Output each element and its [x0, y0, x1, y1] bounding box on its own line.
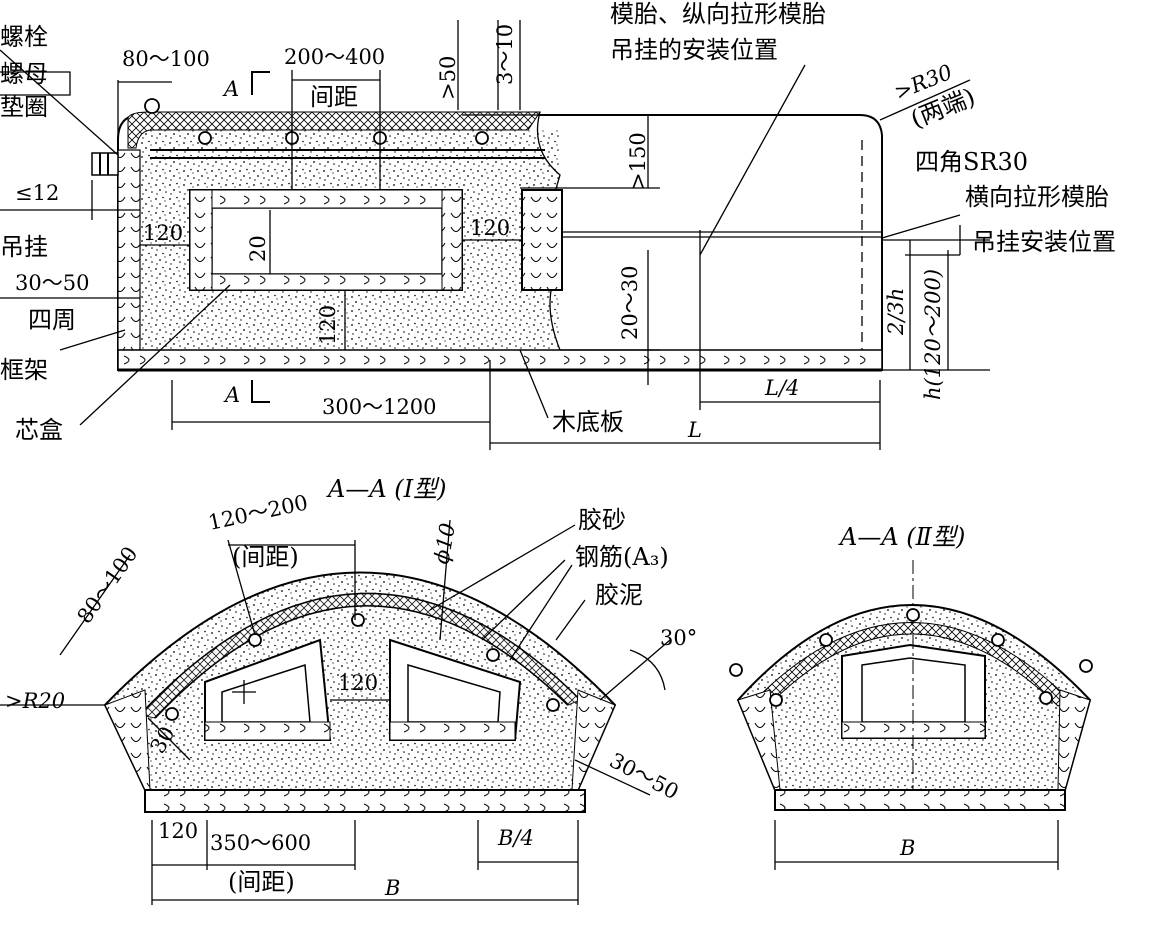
label-angle-30: 30° [660, 626, 697, 650]
label-four-corner: 四角SR30 [915, 148, 1028, 176]
longitudinal-section [0, 20, 990, 450]
bolt-icon [91, 152, 119, 176]
dim-300-1200: 300～1200 [322, 395, 437, 419]
rebar-circle-icon [144, 98, 160, 114]
label-wood-base: 木底板 [552, 408, 624, 436]
dim-h: h(120～200) [921, 269, 945, 400]
label-nut: 螺母 [0, 60, 48, 88]
dim-l4: L/4 [764, 376, 799, 400]
wood-base-board [117, 349, 883, 371]
rebar-line [150, 149, 545, 159]
dim-gt150: >150 [626, 132, 650, 190]
dim-120-c: 120 [316, 305, 340, 345]
dim-b2: B [899, 836, 915, 860]
dim-120-200: 120～200 [206, 490, 310, 535]
dim-le12: ≤12 [15, 181, 59, 205]
label-spacing: 间距 [310, 83, 358, 111]
dim-gt50: >50 [436, 56, 460, 100]
type1-base [144, 789, 586, 813]
label-perimeter: 四周 [28, 306, 76, 334]
label-spacing-paren2: (间距) [228, 868, 295, 896]
dim-b4: B/4 [497, 826, 534, 850]
dim-120-e: 120 [158, 819, 198, 843]
label-mortar: 胶砂 [578, 506, 626, 534]
dim-120-d: 120 [338, 671, 378, 695]
label-bolt: 螺栓 [0, 23, 48, 51]
label-transverse-mount: 吊挂安装位置 [972, 228, 1116, 256]
label-r20: >R20 [5, 689, 65, 713]
label-rebar: 钢筋(A₃) [575, 543, 669, 571]
label-section-aa-1: A—A (Ⅰ型) [326, 475, 447, 503]
dim-3-10: 3～10 [493, 24, 517, 85]
dim-120-b: 120 [470, 216, 510, 240]
type2-base [774, 789, 1066, 811]
dim-120-a: 120 [143, 221, 183, 245]
dim-30-50-b: 30～50 [606, 748, 683, 804]
section-a-top: A [222, 77, 239, 101]
dim-80-100-top: 80～100 [122, 47, 210, 71]
cement-layer [127, 111, 541, 149]
label-core-box: 芯盒 [15, 416, 63, 444]
label-washer: 垫圈 [0, 93, 48, 121]
dim-80-100-bot: 80～100 [72, 542, 142, 628]
dim-30-50: 30～50 [15, 271, 89, 295]
dim-b: B [384, 876, 400, 900]
note-long-mould: 模胎、纵向拉形模胎 [610, 0, 826, 28]
section-aa-type2 [729, 560, 1093, 870]
dim-2-3h: 2/3h [884, 288, 908, 336]
dim-l: L [687, 418, 702, 442]
dim-20: 20 [246, 235, 270, 262]
label-spacing-paren: (间距) [232, 543, 299, 571]
label-frame: 框架 [0, 356, 48, 384]
frame-left [117, 149, 141, 351]
core-box-2 [521, 189, 563, 291]
dim-200-400: 200～400 [284, 45, 385, 69]
dim-20-30: 20～30 [618, 266, 642, 340]
section-a-bottom: A [223, 383, 240, 407]
section-aa-type1 [0, 519, 671, 905]
dim-350-600: 350～600 [210, 831, 311, 855]
note-long-mould2: 吊挂的安装位置 [610, 36, 778, 64]
label-section-aa-2: A—A (Ⅱ型) [838, 523, 965, 551]
label-transverse-mould: 横向拉形模胎 [965, 183, 1109, 211]
label-cement: 胶泥 [595, 581, 643, 609]
label-phi10: ϕ10 [429, 521, 460, 566]
label-hanger: 吊挂 [0, 233, 48, 261]
